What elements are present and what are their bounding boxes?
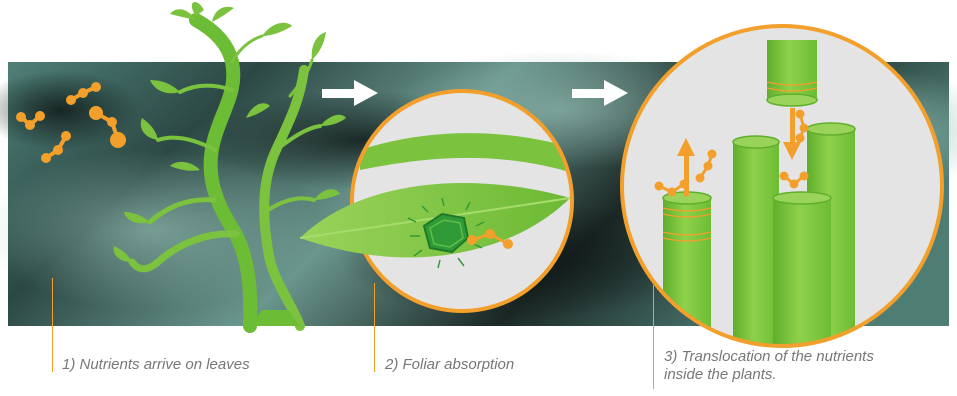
step-2-caption: 2) Foliar absorption	[385, 356, 514, 374]
stem-tube-illustration	[733, 136, 779, 362]
stem-tube-illustration	[767, 40, 817, 106]
step-1-caption: 1) Nutrients arrive on leaves	[62, 356, 250, 374]
step-3-caption-line-2: inside the plants.	[664, 366, 874, 384]
stem-tube-illustration	[663, 192, 711, 358]
leader-line-step-3	[653, 285, 654, 389]
leader-line-step-1	[52, 278, 53, 372]
step-3-caption: 3) Translocation of the nutrients inside…	[664, 348, 874, 384]
stem-tube-illustration	[773, 192, 831, 358]
step-3-caption-line-1: 3) Translocation of the nutrients	[664, 348, 874, 366]
leader-line-step-2	[374, 283, 375, 372]
